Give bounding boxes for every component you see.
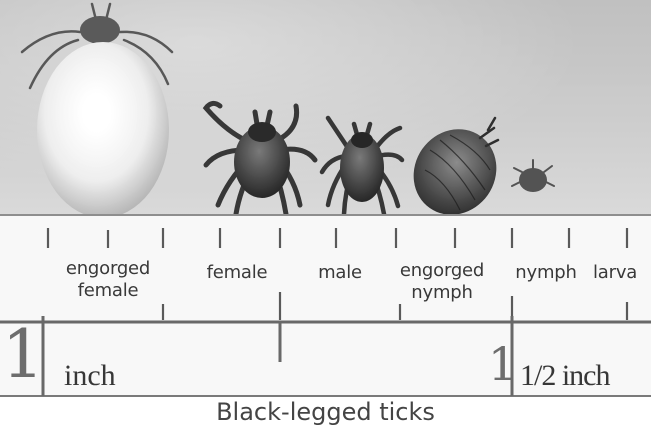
stage-label-engorged-nymph: engorged nymph [384,260,500,304]
stage-label-male: male [308,262,372,284]
stage-label-engorged-female: engorged female [40,258,176,302]
half-inch-numeral: 1 [488,340,517,388]
stage-label-female: female [192,262,282,284]
inch-label: inch [64,360,116,392]
tick-photo [0,0,651,218]
stage-label-line1: larva [593,262,637,283]
caption: Black-legged ticks [0,398,651,426]
stage-label-line1: female [207,262,268,283]
stage-label-line1: male [318,262,362,283]
stage-label-line2: nymph [384,282,500,304]
engorged-nymph-tick [397,113,513,218]
stage-label-line1: engorged [66,258,150,279]
stage-label-line2: female [40,280,176,302]
half-inch-label: 1/2 inch [520,360,610,392]
nymph-tick [512,160,554,192]
stage-label-line1: nymph [515,262,576,283]
stage-label-line1: engorged [400,260,484,281]
inch-numeral: 1 [2,322,44,388]
stage-label-larva: larva [593,262,651,284]
larva-tick [582,165,588,171]
engorged-female-tick [22,4,172,218]
stage-label-nymph: nymph [500,262,592,284]
